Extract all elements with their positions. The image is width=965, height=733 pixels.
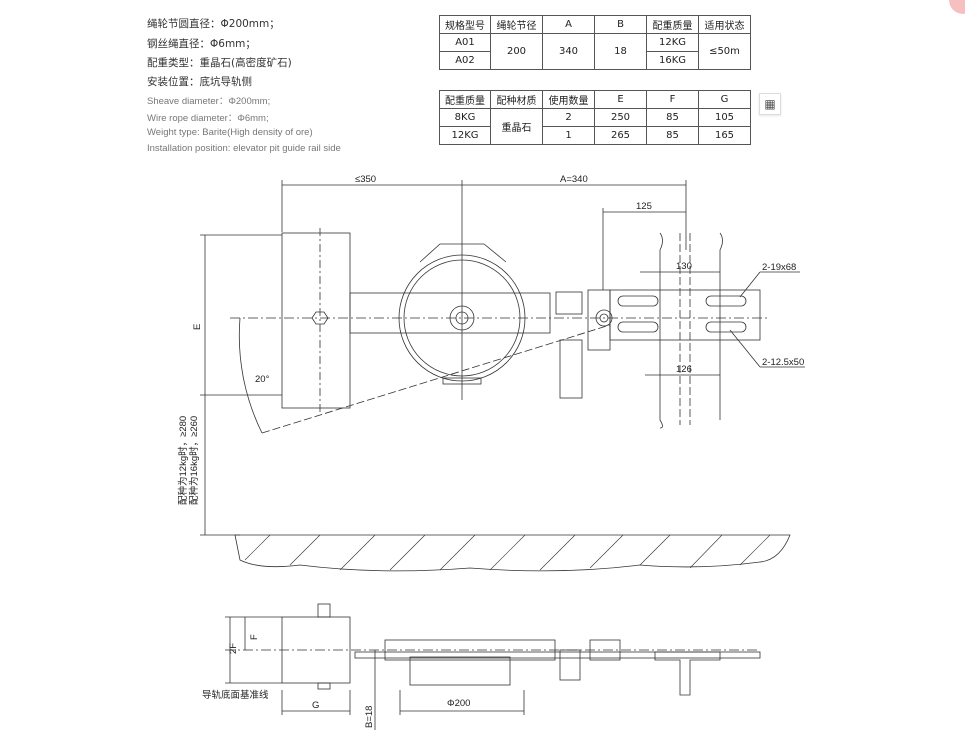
spec-position-en: Installation position: elevator pit guid…	[147, 143, 341, 154]
dim-f-label: F	[249, 634, 260, 640]
dim-e-label: E	[192, 324, 203, 330]
cell: A02	[439, 51, 491, 70]
sheave	[398, 254, 526, 382]
cell: 16KG	[646, 51, 699, 70]
spec-table: 规格型号 绳轮节径 A B 配重质量 适用状态 A01 200 340 18 1…	[439, 15, 751, 70]
note-12kg: 配种为12kg时，≥280	[177, 416, 189, 505]
spec-sheave-cn: 绳轮节圆直径：Φ200mm；	[147, 18, 280, 30]
cell: 18	[594, 33, 647, 70]
angle-label: 20°	[255, 374, 270, 385]
hole2-label: 2-12.5x50	[762, 357, 804, 368]
dim-130-label: 130	[676, 261, 692, 272]
dim-g-label: G	[312, 700, 319, 711]
spec-rope-cn: 钢丝绳直径：Φ6mm；	[147, 38, 256, 50]
pit-floor	[234, 534, 791, 572]
cell: ≤50m	[698, 33, 751, 70]
limit-switch	[559, 339, 583, 399]
dim-left-label: ≤350	[355, 174, 376, 185]
dim-2f-label: 2F	[228, 643, 239, 654]
dim-126-label: 126	[676, 364, 692, 375]
sheave-side	[409, 656, 511, 686]
counterweight-block	[281, 232, 351, 409]
cell: 重晶石	[490, 108, 543, 145]
cell: 340	[542, 33, 595, 70]
dim-a-label: A=340	[560, 174, 588, 185]
cell: 265	[594, 126, 647, 145]
weight-table: 配重质量 配种材质 使用数量 E F G 8KG 重晶石 2 250 85 10…	[439, 90, 751, 145]
spec-sheave-en: Sheave diameter：Φ200mm;	[147, 96, 271, 107]
baseline-label: 导轨底面基准线	[202, 689, 269, 701]
dim-phi-label: Φ200	[447, 698, 470, 709]
corner-decoration	[949, 0, 965, 14]
cell: 165	[698, 126, 751, 145]
hole1-label: 2-19x68	[762, 262, 796, 273]
spec-position-cn: 安装位置：底坑导轨侧	[147, 76, 252, 88]
spec-rope-en: Wire rope diameter：Φ6mm;	[147, 113, 269, 124]
dim-b-label: B=18	[364, 706, 375, 728]
cell: 12KG	[439, 126, 491, 145]
spec-type-cn: 配重类型：重晶石(高密度矿石)	[147, 57, 292, 69]
cell: 1	[542, 126, 595, 145]
note-16kg: 配种为16kg时，≥260	[188, 416, 200, 505]
dimension-lines	[200, 180, 720, 536]
calculator-icon[interactable]: ▦	[759, 93, 781, 115]
spec-type-en: Weight type: Barite(High density of ore)	[147, 127, 313, 138]
dim-125-label: 125	[636, 201, 652, 212]
